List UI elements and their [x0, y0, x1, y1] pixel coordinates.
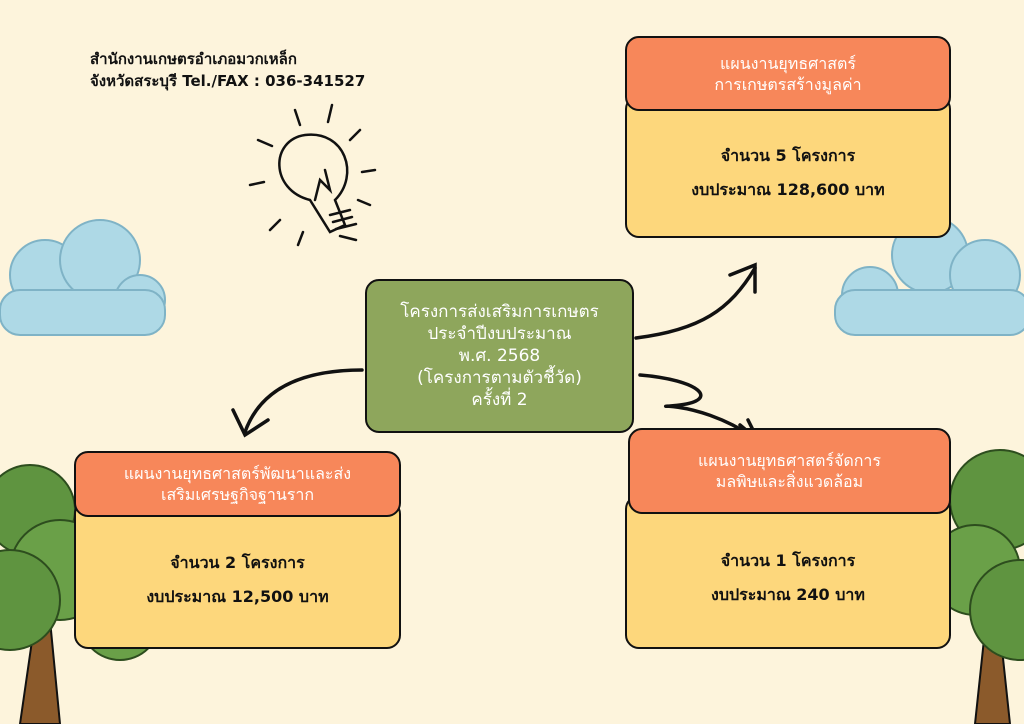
plan-title: เสริมเศรษฐกิจฐานราก — [160, 485, 315, 504]
office-name: สำนักงานเกษตรอำเภอมวกเหล็ก — [90, 50, 297, 68]
plan-body-environment: จำนวน 1 โครงการ งบประมาณ 240 บาท — [625, 495, 951, 649]
cloud-right — [834, 216, 1024, 336]
arrows — [231, 262, 760, 442]
center-line: ประจำปีงบประมาณ — [427, 324, 572, 344]
center-line: พ.ศ. 2568 — [458, 346, 541, 366]
plan-title: แผนงานยุทธศาสตร์จัดการ — [698, 451, 881, 470]
project-count: จำนวน 2 โครงการ — [170, 552, 305, 572]
lightbulb-icon — [248, 103, 377, 247]
plan-header-environment: แผนงานยุทธศาสตร์จัดการ มลพิษและสิ่งแวดล้… — [628, 428, 951, 514]
project-count: จำนวน 1 โครงการ — [720, 551, 856, 570]
center-line: ครั้งที่ 2 — [471, 390, 528, 410]
plan-body-value-creation: จำนวน 5 โครงการ งบประมาณ 128,600 บาท — [625, 95, 951, 238]
plan-title: แผนงานยุทธศาสตร์ — [720, 53, 856, 73]
center-line: (โครงการตามตัวชี้วัด) — [417, 368, 582, 388]
center-line: โครงการส่งเสริมการเกษตร — [400, 302, 599, 322]
plan-title: แผนงานยุทธศาสตร์พัฒนาและส่ง — [123, 464, 352, 483]
budget: งบประมาณ 240 บาท — [711, 585, 865, 604]
tree-right — [929, 449, 1024, 724]
plan-body-economy: จำนวน 2 โครงการ งบประมาณ 12,500 บาท — [74, 500, 401, 649]
main-project-box: โครงการส่งเสริมการเกษตร ประจำปีงบประมาณ … — [365, 279, 634, 433]
plan-header-value-creation: แผนงานยุทธศาสตร์ การเกษตรสร้างมูลค่า — [625, 36, 951, 111]
office-info: สำนักงานเกษตรอำเภอมวกเหล็ก จังหวัดสระบุร… — [90, 48, 365, 92]
plan-header-economy: แผนงานยุทธศาสตร์พัฒนาและส่ง เสริมเศรษฐกิ… — [74, 451, 401, 517]
plan-title: การเกษตรสร้างมูลค่า — [714, 74, 862, 94]
budget: งบประมาณ 128,600 บาท — [691, 179, 885, 199]
budget: งบประมาณ 12,500 บาท — [146, 586, 329, 606]
cloud-left — [0, 219, 166, 336]
project-count: จำนวน 5 โครงการ — [720, 145, 856, 165]
plan-title: มลพิษและสิ่งแวดล้อม — [715, 472, 864, 491]
office-contact: จังหวัดสระบุรี Tel./FAX : 036-341527 — [90, 72, 366, 90]
